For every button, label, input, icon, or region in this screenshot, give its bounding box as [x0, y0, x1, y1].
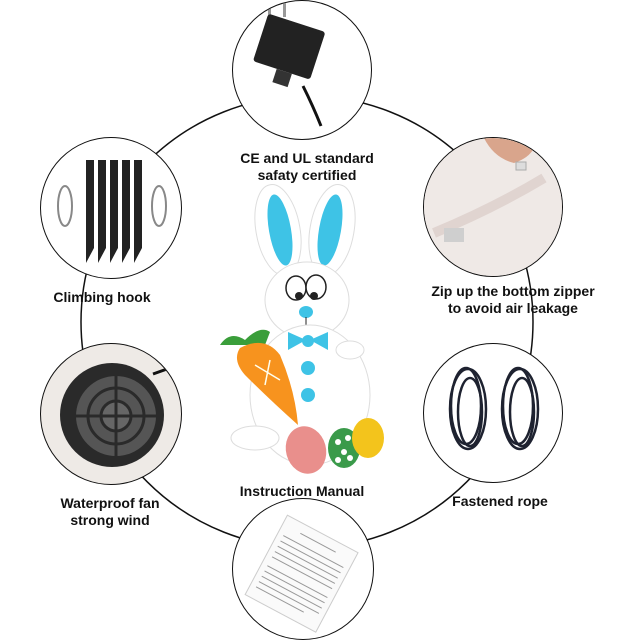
- manual-label: Instruction Manual: [239, 483, 365, 499]
- adapter-bubble: [232, 0, 372, 140]
- zipper-bubble: [423, 137, 563, 277]
- fan-icon: [60, 362, 181, 467]
- rope-bubble: [423, 343, 563, 483]
- inflatable-bunny-image: [220, 184, 384, 474]
- power-adapter-icon: [253, 3, 325, 127]
- zipper-photo-icon: [424, 138, 562, 276]
- adapter-label: CE and UL standard safaty certified: [240, 150, 374, 183]
- rope-label: Fastened rope: [452, 493, 548, 509]
- rope-icon: [448, 366, 540, 451]
- hooks-bubble: [40, 137, 182, 279]
- fan-bubble: [40, 343, 182, 485]
- manual-bubble: [232, 498, 374, 640]
- fan-label: Waterproof fan strong wind: [60, 495, 160, 528]
- zipper-label: Zip up the bottom zipper to avoid air le…: [431, 283, 595, 316]
- manual-document-icon: [244, 514, 359, 633]
- hooks-label: Climbing hook: [53, 289, 151, 305]
- stakes-and-hooks-icon: [57, 160, 167, 263]
